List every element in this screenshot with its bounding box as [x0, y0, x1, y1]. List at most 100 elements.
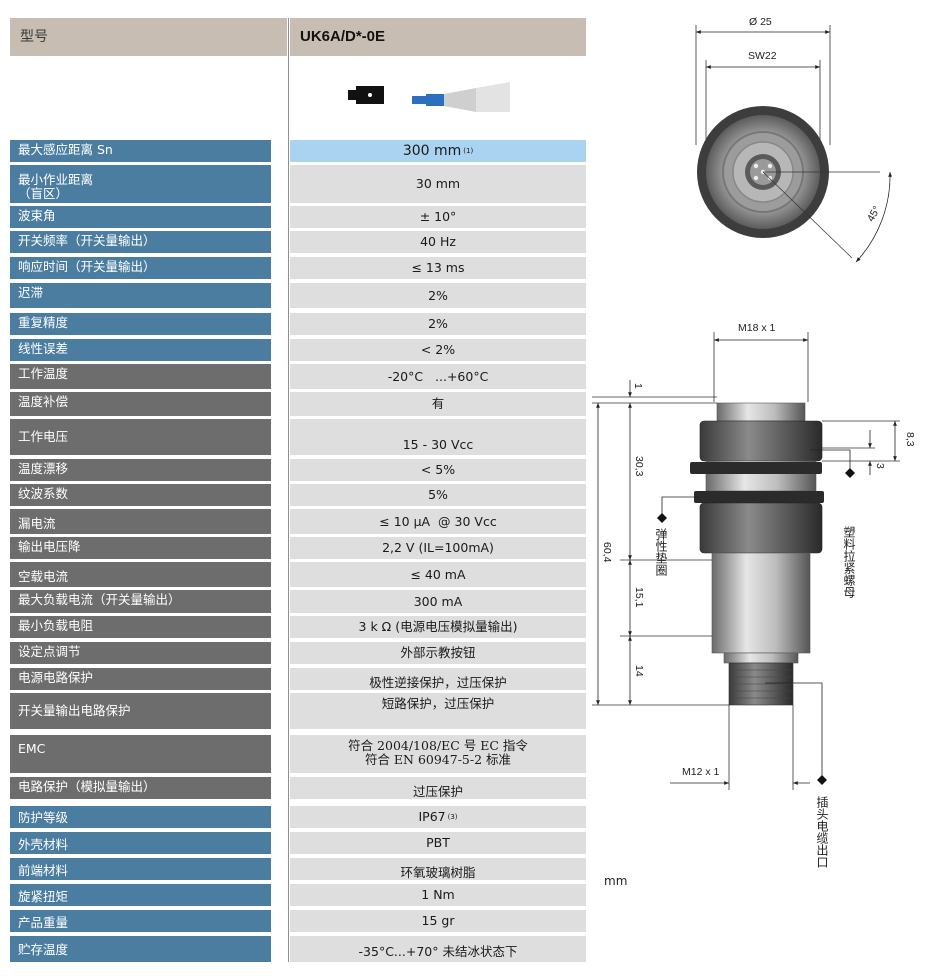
model-header-value: UK6A/D*-0E: [290, 18, 586, 56]
spec-label: 设定点调节: [10, 642, 271, 664]
spec-value: 环氧玻璃树脂: [290, 858, 586, 880]
spec-row-switching-frequency: 开关频率（开关量输出） 40 Hz: [10, 231, 586, 253]
spec-row-temperature-compensation: 温度补偿 有: [10, 392, 586, 416]
spec-value: 符合 2004/108/EC 号 EC 指令 符合 EN 60947-5-2 标…: [290, 735, 586, 773]
spec-value: PBT: [290, 832, 586, 854]
model-header-label: 型号: [10, 18, 287, 56]
label-washer: 弹性垫圈: [654, 528, 668, 576]
spec-value: ≤ 40 mA: [290, 562, 586, 587]
spec-label: 漏电流: [10, 509, 271, 534]
spec-row-hysteresis: 迟滞 2%: [10, 283, 586, 308]
spec-value: 过压保护: [290, 777, 586, 799]
spec-value: 15 gr: [290, 910, 586, 932]
spec-row-min-load-resistance: 最小负载电阻 3 k Ω (电源电压模拟量输出): [10, 616, 586, 638]
dim-30-3-label: 30,3: [633, 456, 645, 477]
spec-value: 30 mm: [290, 165, 586, 203]
spec-row-min-operating-distance: 最小作业距离 （盲区） 30 mm: [10, 165, 586, 203]
spec-row-analog-output-protection: 电路保护（模拟量输出） 过压保护: [10, 777, 586, 799]
dim-1-label: 1: [632, 383, 644, 389]
spec-row-emc: EMC 符合 2004/108/EC 号 EC 指令 符合 EN 60947-5…: [10, 735, 586, 773]
spec-label: 电源电路保护: [10, 668, 271, 690]
spec-row-leakage-current: 漏电流 ≤ 10 µA @ 30 Vcc: [10, 509, 586, 534]
spec-value: -35°C...+70° 未结冰状态下: [290, 936, 586, 962]
spec-row-max-load-current: 最大负载电流（开关量输出） 300 mA: [10, 590, 586, 613]
label-connector-outlet: 插头电缆出口: [815, 796, 829, 868]
label-tightening-nut: 塑料拉紧螺母: [842, 526, 856, 598]
spec-label: 纹波系数: [10, 484, 271, 506]
spec-value: 300 mA: [290, 590, 586, 613]
spec-value: 外部示教按钮: [290, 642, 586, 664]
spec-row-temperature-drift: 温度漂移 < 5%: [10, 459, 586, 481]
spec-row-output-voltage-drop: 输出电压降 2,2 V (IL=100mA): [10, 537, 586, 559]
spec-label: 重复精度: [10, 313, 271, 335]
spec-value: 短路保护，过压保护: [290, 693, 586, 729]
spec-value: < 5%: [290, 459, 586, 481]
spec-label: 波束角: [10, 206, 271, 228]
side-view: [592, 332, 900, 790]
spec-value: 40 Hz: [290, 231, 586, 253]
spec-row-no-load-current: 空载电流 ≤ 40 mA: [10, 562, 586, 587]
spec-row-operating-temperature: 工作温度 -20°C ...+60°C: [10, 364, 586, 389]
spec-row-beam-angle: 波束角 ± 10°: [10, 206, 586, 228]
spec-value: < 2%: [290, 339, 586, 361]
unit-label: mm: [604, 874, 628, 888]
spec-value: ≤ 13 ms: [290, 257, 586, 279]
spec-row-operating-voltage: 工作电压 15 - 30 Vcc: [10, 419, 586, 455]
spec-label: 电路保护（模拟量输出）: [10, 777, 271, 799]
spec-label: 外壳材料: [10, 832, 271, 854]
sensor-beam-icon: [348, 82, 510, 112]
column-divider: [288, 18, 289, 962]
spec-label: 产品重量: [10, 910, 271, 932]
spec-label: 最小负载电阻: [10, 616, 271, 638]
spec-label: 温度补偿: [10, 392, 271, 416]
spec-row-weight: 产品重量 15 gr: [10, 910, 586, 932]
spec-label: 开关量输出电路保护: [10, 693, 271, 729]
spec-value: 2%: [290, 283, 586, 308]
spec-row-storage-temperature: 贮存温度 -35°C...+70° 未结冰状态下: [10, 936, 586, 962]
spec-label: 响应时间（开关量输出）: [10, 257, 271, 279]
spec-value: 有: [290, 392, 586, 416]
spec-value: 2%: [290, 313, 586, 335]
spec-row-front-material: 前端材料 环氧玻璃树脂: [10, 858, 586, 880]
spec-value: 2,2 V (IL=100mA): [290, 537, 586, 559]
spec-label: 防护等级: [10, 806, 271, 828]
spec-row-repeatability: 重复精度 2%: [10, 313, 586, 335]
spec-value: 3 k Ω (电源电压模拟量输出): [290, 616, 586, 638]
spec-value: -20°C ...+60°C: [290, 364, 586, 389]
spec-label: 贮存温度: [10, 936, 271, 962]
spec-row-max-sensing-distance: 最大感应距离 Sn 300 mm(1): [10, 140, 586, 162]
dim-3-label: 3: [874, 463, 886, 469]
dim-thread-bottom-label: M12 x 1: [682, 766, 720, 778]
spec-row-protection-rating: 防护等级 IP67(3): [10, 806, 586, 828]
dim-thread-top-label: M18 x 1: [738, 322, 776, 334]
spec-label: EMC: [10, 735, 271, 773]
spec-row-housing-material: 外壳材料 PBT: [10, 832, 586, 854]
spec-value: ± 10°: [290, 206, 586, 228]
spec-label: 迟滞: [10, 283, 271, 308]
spec-value: 15 - 30 Vcc: [290, 419, 586, 455]
spec-label: 最小作业距离 （盲区）: [10, 165, 271, 203]
spec-value: 300 mm(1): [290, 140, 586, 162]
spec-value: IP67(3): [290, 806, 586, 828]
spec-value: ≤ 10 µA @ 30 Vcc: [290, 509, 586, 534]
spec-label: 输出电压降: [10, 537, 271, 559]
spec-row-response-time: 响应时间（开关量输出） ≤ 13 ms: [10, 257, 586, 279]
spec-value: 5%: [290, 484, 586, 506]
spec-label: 线性误差: [10, 339, 271, 361]
spec-label: 空载电流: [10, 562, 271, 587]
spec-row-setpoint-adjustment: 设定点调节 外部示教按钮: [10, 642, 586, 664]
spec-label: 工作温度: [10, 364, 271, 389]
spec-row-ripple: 纹波系数 5%: [10, 484, 586, 506]
spec-row-power-circuit-protection: 电源电路保护 极性逆接保护，过压保护: [10, 668, 586, 690]
spec-label: 旋紧扭矩: [10, 884, 271, 906]
spec-label: 开关频率（开关量输出）: [10, 231, 271, 253]
spec-label: 工作电压: [10, 419, 271, 455]
spec-label: 前端材料: [10, 858, 271, 880]
dim-diameter-label: Ø 25: [749, 16, 772, 28]
spec-label: 温度漂移: [10, 459, 271, 481]
spec-row-linearity-error: 线性误差 < 2%: [10, 339, 586, 361]
spec-row-tightening-torque: 旋紧扭矩 1 Nm: [10, 884, 586, 906]
spec-value: 1 Nm: [290, 884, 586, 906]
